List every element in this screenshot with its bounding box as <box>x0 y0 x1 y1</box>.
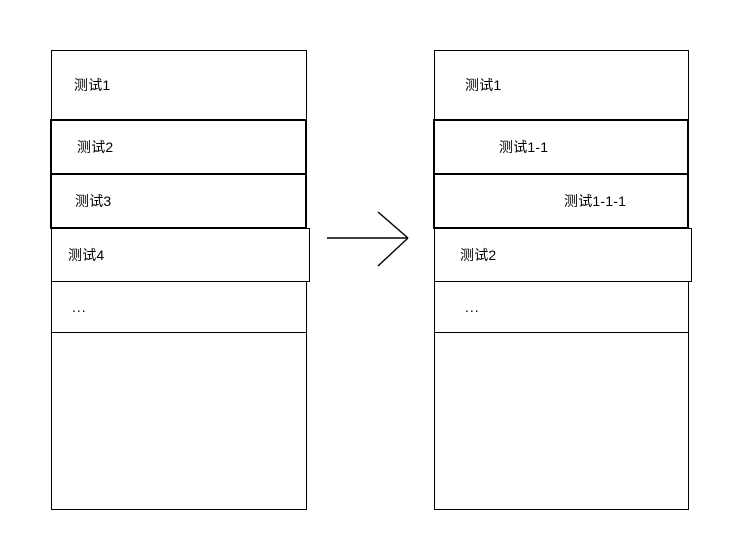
before-row-1-label: 测试1 <box>74 77 111 93</box>
before-row-1[interactable]: 测试1 <box>51 50 307 120</box>
after-row-4[interactable]: 测试2 <box>434 228 692 282</box>
after-row-2-label: 测试1-1 <box>499 139 549 155</box>
after-row-5[interactable]: ... <box>434 281 689 333</box>
after-row-2[interactable]: 测试1-1 <box>433 119 689 175</box>
before-row-3[interactable]: 测试3 <box>50 173 307 229</box>
before-row-3-label: 测试3 <box>75 193 112 209</box>
before-row-4[interactable]: 测试4 <box>51 228 310 282</box>
after-row-3[interactable]: 测试1-1-1 <box>433 173 689 229</box>
before-row-2[interactable]: 测试2 <box>50 119 307 175</box>
after-row-4-label: 测试2 <box>460 247 497 263</box>
right-arrow-icon <box>327 211 409 267</box>
before-row-5[interactable]: ... <box>51 281 307 333</box>
before-row-4-label: 测试4 <box>68 247 105 263</box>
before-row-2-label: 测试2 <box>77 139 114 155</box>
after-row-1[interactable]: 测试1 <box>434 50 689 120</box>
after-row-1-label: 测试1 <box>465 77 502 93</box>
before-row-5-label: ... <box>72 299 87 315</box>
after-row-3-label: 测试1-1-1 <box>564 193 627 209</box>
after-row-5-label: ... <box>465 299 480 315</box>
